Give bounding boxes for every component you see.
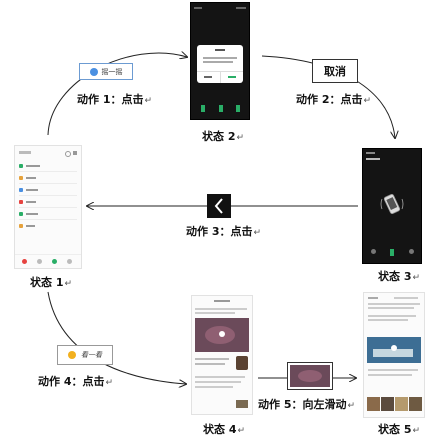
image-strip[interactable] — [367, 397, 423, 411]
swipe-thumbnail[interactable] — [287, 362, 333, 390]
dialog-cancel-option[interactable] — [204, 76, 212, 78]
status-bar — [194, 6, 246, 10]
action2-label: 动作 2：点击↵ — [296, 93, 372, 106]
phone-state2 — [190, 2, 250, 120]
phone-state4 — [191, 295, 253, 415]
state4-label: 状态 4↵ — [203, 423, 246, 436]
phone-state3 — [362, 148, 422, 264]
video-thumbnail[interactable] — [195, 318, 249, 352]
dialog-box — [197, 45, 243, 83]
video-thumbnail[interactable] — [367, 337, 421, 363]
bottom-icons — [371, 249, 415, 257]
cancel-label: 取消 — [324, 65, 346, 78]
action3-label: 动作 3：点击↵ — [186, 225, 262, 238]
phone-state5 — [363, 292, 425, 418]
action4-label: 动作 4：点击↵ — [38, 375, 114, 388]
action1-label: 动作 1：点击↵ — [77, 93, 153, 106]
dialog-confirm-option[interactable] — [228, 76, 236, 78]
look-icon — [68, 351, 76, 359]
state5-label: 状态 5↵ — [378, 423, 421, 436]
state2-label: 状态 2↵ — [202, 130, 245, 143]
cancel-button[interactable]: 取消 — [312, 59, 358, 83]
shake-button[interactable]: 摇一摇 — [79, 63, 133, 80]
chevron-left-icon — [214, 198, 223, 214]
state3-label: 状态 3↵ — [378, 270, 421, 283]
tab-bar — [15, 254, 81, 268]
phone-shake-icon — [380, 193, 404, 215]
arrow-s1-to-s4 — [47, 291, 186, 384]
state1-label: 状态 1↵ — [30, 276, 73, 289]
look-label: 看一看 — [81, 351, 102, 359]
back-button[interactable] — [207, 194, 231, 218]
bottom-icons — [201, 105, 241, 113]
phone-state1 — [14, 145, 82, 269]
avatar — [236, 356, 248, 370]
list-rows — [15, 160, 81, 246]
look-button[interactable]: 看一看 — [57, 345, 113, 365]
shake-icon — [89, 67, 98, 76]
action5-label: 动作 5：向左滑动↵ — [258, 398, 356, 411]
shake-label: 摇一摇 — [101, 67, 123, 76]
